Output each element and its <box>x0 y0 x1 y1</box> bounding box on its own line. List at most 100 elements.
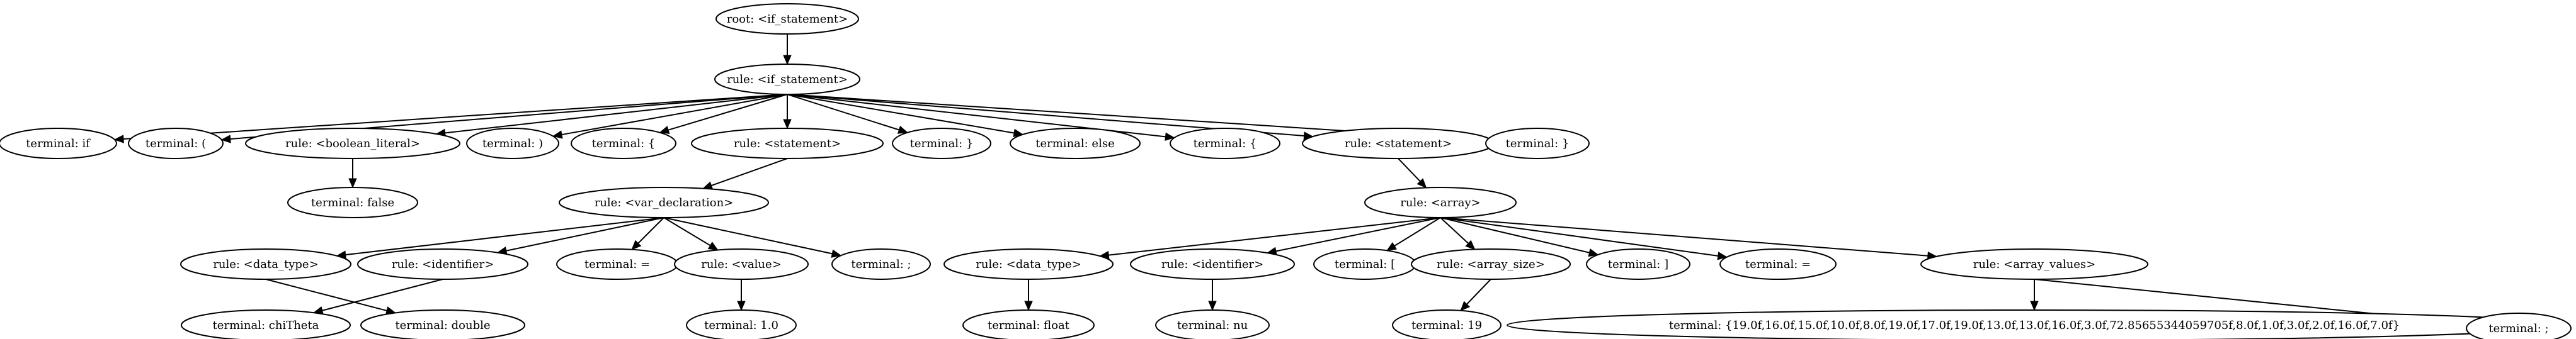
tree-edge <box>637 217 664 244</box>
node-label: terminal: ; <box>851 258 911 271</box>
tree-edge <box>711 158 788 186</box>
node-ellipse <box>181 309 351 339</box>
node-label: rule: <array_values> <box>1973 258 2096 271</box>
edge-arrowhead <box>897 125 909 134</box>
edge-arrowhead <box>552 130 563 139</box>
node-label: rule: <var_declaration> <box>595 196 734 209</box>
tree-node-rule: rule: <array_values> <box>1920 248 2148 280</box>
node-label: terminal: [ <box>1335 258 1395 271</box>
node-label: terminal: { <box>1194 137 1257 150</box>
edge-arrowhead <box>2030 301 2039 311</box>
node-ellipse <box>360 309 525 339</box>
tree-node-rule: rule: <statement> <box>1302 128 1495 159</box>
node-ellipse <box>1485 128 1590 159</box>
tree-edge <box>1440 217 1718 257</box>
tree-edge <box>663 217 833 255</box>
node-ellipse <box>892 128 991 159</box>
tree-edge <box>1466 279 1491 305</box>
node-ellipse <box>287 187 418 218</box>
tree-node-terminal: terminal: double <box>360 309 525 339</box>
tree-node-terminal: terminal: } <box>1485 128 1590 159</box>
tree-node-terminal: terminal: {19.0f,16.0f,15.0f,10.0f,8.0f,… <box>1507 309 2562 339</box>
tree-node-terminal: terminal: 1.0 <box>686 309 797 339</box>
tree-edge <box>1440 217 1928 257</box>
edge-arrowhead <box>1024 301 1033 311</box>
tree-edge <box>787 94 1015 134</box>
node-ellipse <box>1010 128 1141 159</box>
node-ellipse <box>466 128 559 159</box>
tree-node-rule: rule: <statement> <box>691 128 884 159</box>
node-ellipse <box>715 3 859 35</box>
node-ellipse <box>2466 313 2572 339</box>
tree-node-terminal: terminal: false <box>287 187 418 218</box>
node-label: rule: <data_type> <box>213 258 318 271</box>
tree-edge <box>668 94 788 131</box>
edge-arrowhead <box>1386 242 1397 252</box>
node-ellipse <box>962 309 1095 339</box>
edge-arrowhead <box>783 119 792 130</box>
tree-node-rule: rule: <value> <box>674 248 809 280</box>
node-label: terminal: { <box>592 137 656 150</box>
node-label: terminal: false <box>311 196 394 209</box>
tree-nodes: root: <if_statement> rule: <if_statement>… <box>0 3 2572 339</box>
tree-node-rule: rule: <if_statement> <box>714 64 860 95</box>
tree-node-terminal: terminal: ) <box>466 128 559 159</box>
node-ellipse <box>943 248 1114 280</box>
node-label: terminal: = <box>1745 258 1811 271</box>
tree-edge <box>787 94 899 131</box>
node-label: rule: <array_size> <box>1437 258 1545 271</box>
tree-node-terminal: terminal: ; <box>831 248 931 280</box>
node-ellipse <box>0 128 117 159</box>
tree-edge <box>265 279 387 311</box>
tree-node-rule: rule: <identifier> <box>1130 248 1295 280</box>
node-label: terminal: double <box>395 319 490 332</box>
node-ellipse <box>1130 248 1295 280</box>
tree-edge <box>322 279 443 311</box>
edge-arrowhead <box>707 242 719 251</box>
tree-edge <box>663 217 711 247</box>
edge-arrowhead <box>1588 248 1599 257</box>
node-label: rule: <array> <box>1400 196 1480 209</box>
tree-node-rule: rule: <boolean_literal> <box>245 128 460 159</box>
edge-arrowhead <box>113 135 124 143</box>
tree-node-terminal: terminal: } <box>892 128 991 159</box>
tree-node-rule: rule: <identifier> <box>357 248 528 280</box>
node-ellipse <box>1719 248 1837 280</box>
tree-edge <box>445 94 788 134</box>
edge-arrowhead <box>1208 301 1217 311</box>
node-label: terminal: 1.0 <box>704 319 778 332</box>
node-label: rule: <if_statement> <box>727 73 848 86</box>
edge-arrowhead <box>631 240 642 250</box>
node-ellipse <box>1155 309 1270 339</box>
node-ellipse <box>1586 248 1690 280</box>
tree-node-rule: rule: <data_type> <box>943 248 1114 280</box>
tree-node-terminal: terminal: ; <box>2466 313 2572 339</box>
tree-edge <box>123 94 788 140</box>
tree-node-terminal: terminal: ] <box>1586 248 1690 280</box>
tree-edge <box>506 217 664 252</box>
node-ellipse <box>1920 248 2148 280</box>
node-label: rule: <statement> <box>1345 137 1452 150</box>
node-label: terminal: ( <box>145 137 206 150</box>
edge-arrowhead <box>1165 132 1175 142</box>
node-label: rule: <identifier> <box>1161 258 1263 271</box>
node-label: terminal: chiTheta <box>213 319 319 332</box>
tree-node-terminal: terminal: [ <box>1313 248 1416 280</box>
tree-edge <box>1394 217 1441 247</box>
node-ellipse <box>180 248 351 280</box>
node-label: rule: <identifier> <box>392 258 494 271</box>
node-label: terminal: ] <box>1608 258 1668 271</box>
node-label: terminal: = <box>584 258 650 271</box>
node-label: terminal: float <box>988 319 1070 332</box>
edge-arrowhead <box>1465 240 1476 250</box>
node-label: terminal: nu <box>1177 319 1248 332</box>
edge-arrowhead <box>220 135 231 143</box>
node-label: rule: <data_type> <box>976 258 1081 271</box>
node-label: terminal: {19.0f,16.0f,15.0f,10.0f,8.0f,… <box>1669 319 2400 332</box>
node-ellipse <box>1170 128 1280 159</box>
node-label: rule: <statement> <box>734 137 841 150</box>
node-label: root: <if_statement> <box>727 13 848 26</box>
tree-edge <box>1440 217 1469 244</box>
node-label: rule: <value> <box>701 258 781 271</box>
